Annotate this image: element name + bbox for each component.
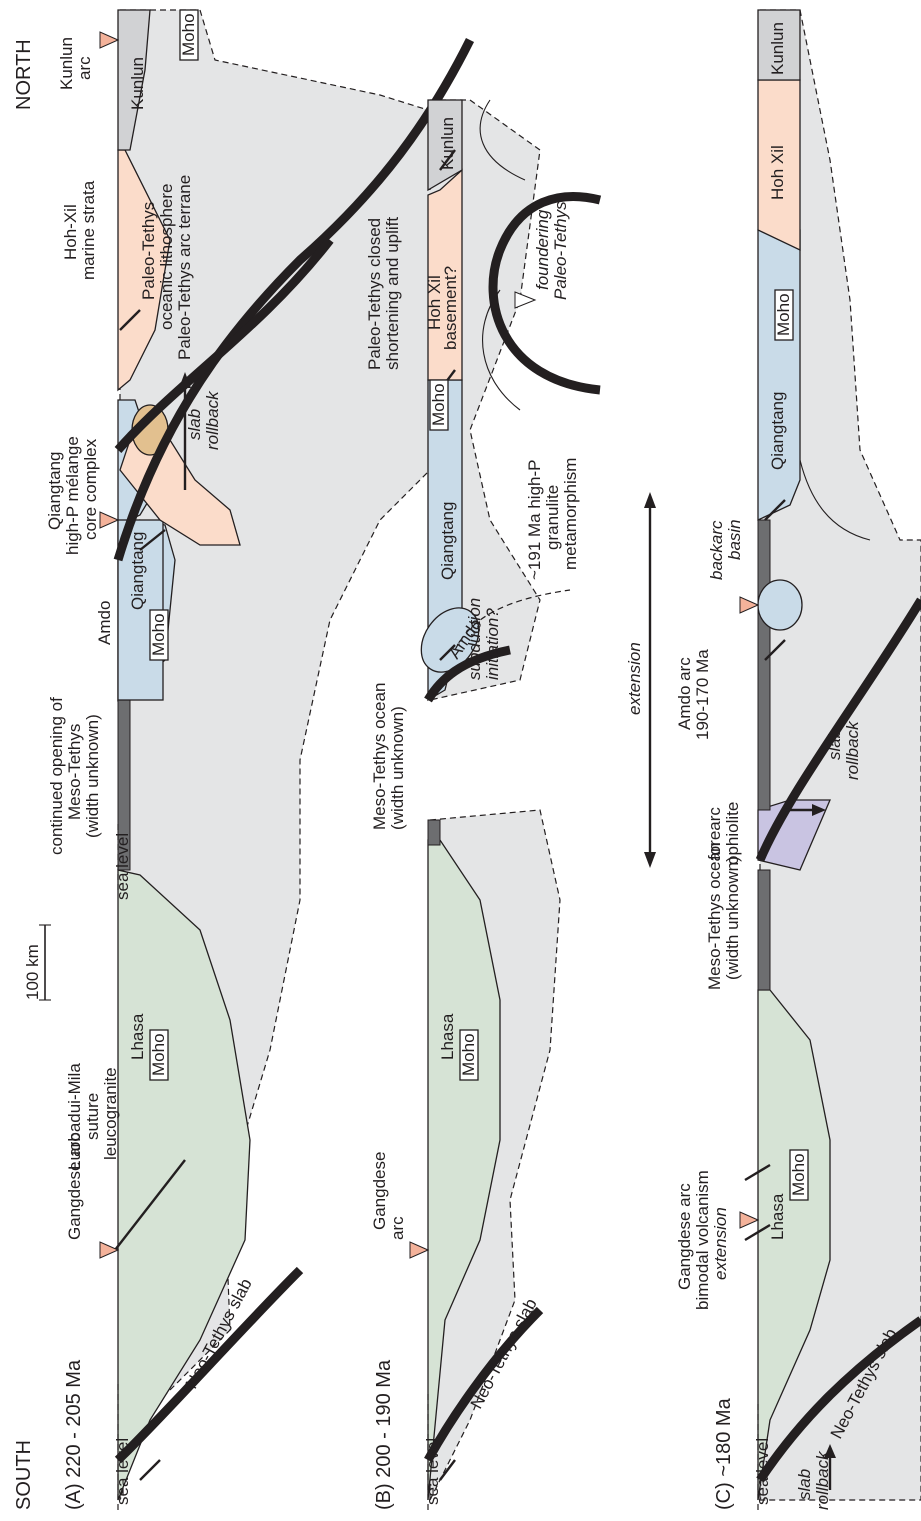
svg-text:core complex: core complex — [81, 438, 100, 540]
svg-text:Meso-Tethys ocean: Meso-Tethys ocean — [370, 683, 389, 830]
svg-text:rollback: rollback — [813, 1450, 832, 1510]
svg-text:oceanic lithosphere: oceanic lithosphere — [157, 184, 176, 330]
panel-c: (C) ~180 Ma Moho Moho sea level slab — [625, 10, 921, 1510]
svg-text:(width unknown): (width unknown) — [723, 856, 742, 980]
svg-text:Gangdese: Gangdese — [370, 1152, 389, 1230]
svg-text:Kunlun: Kunlun — [128, 57, 147, 110]
svg-text:bimodal volcanism: bimodal volcanism — [693, 1170, 712, 1310]
svg-text:sea level: sea level — [113, 1438, 132, 1505]
svg-text:(width unknown): (width unknown) — [83, 714, 102, 838]
svg-text:ophiolite: ophiolite — [723, 802, 742, 865]
svg-text:Meso-Tethys: Meso-Tethys — [65, 724, 84, 820]
svg-text:Moho: Moho — [429, 383, 448, 426]
svg-text:Paleo-Tethys arc terrane: Paleo-Tethys arc terrane — [175, 175, 194, 360]
svg-text:sea level: sea level — [113, 833, 132, 900]
svg-text:rollback: rollback — [843, 720, 862, 780]
panel-b: (B) 200 - 190 Ma Moho Moho sea level Neo… — [365, 100, 600, 1510]
svg-text:Amdo arc: Amdo arc — [675, 657, 694, 730]
svg-text:slab: slab — [795, 1469, 814, 1500]
svg-text:sea level: sea level — [753, 1438, 772, 1505]
svg-text:Hoh Xil: Hoh Xil — [768, 145, 787, 200]
panel-b-title: (B) 200 - 190 Ma — [373, 1359, 395, 1510]
amdo-arc-block — [758, 580, 802, 630]
svg-text:leucogranite: leucogranite — [101, 1067, 120, 1160]
svg-text:Lhasa: Lhasa — [128, 1013, 147, 1060]
svg-text:sea level: sea level — [423, 1438, 442, 1505]
svg-text:slab: slab — [185, 409, 204, 440]
svg-text:100 km: 100 km — [23, 944, 42, 1000]
svg-text:Lhasa: Lhasa — [438, 1013, 457, 1060]
svg-text:Qiangtang: Qiangtang — [45, 452, 64, 530]
svg-text:basin: basin — [725, 519, 744, 560]
svg-text:Kunlun: Kunlun — [768, 22, 787, 75]
svg-text:Moho: Moho — [459, 1033, 478, 1076]
svg-text:initiation?: initiation? — [483, 608, 502, 680]
svg-text:granulite: granulite — [543, 485, 562, 550]
svg-text:~191 Ma high-P: ~191 Ma high-P — [525, 460, 544, 581]
svg-text:continued opening of: continued opening of — [47, 697, 66, 855]
svg-text:extension: extension — [711, 1207, 730, 1280]
panel-a-title: (A) 220 - 205 Ma — [63, 1359, 85, 1510]
meso-tethys-crust-b — [428, 820, 440, 845]
svg-text:Kunlun: Kunlun — [438, 117, 457, 170]
svg-text:Paleo-Tethys closed: Paleo-Tethys closed — [365, 218, 384, 370]
svg-text:high-P mélange: high-P mélange — [63, 436, 82, 555]
gangdese-arc-b — [410, 1242, 428, 1258]
svg-text:slab: slab — [825, 729, 844, 760]
svg-text:(width unknown): (width unknown) — [388, 706, 407, 830]
svg-text:arc: arc — [388, 1216, 407, 1240]
qiangtang-terrane-c — [758, 230, 800, 520]
svg-text:Qiangtang: Qiangtang — [438, 502, 457, 580]
backarc-crust-c — [758, 520, 770, 810]
kunlun-arc-a — [100, 32, 118, 48]
svg-text:extension: extension — [625, 642, 644, 715]
svg-text:foundering: foundering — [533, 209, 552, 290]
svg-text:Kunlun: Kunlun — [57, 37, 76, 90]
svg-text:Moho: Moho — [149, 613, 168, 656]
svg-text:rollback: rollback — [203, 390, 222, 450]
svg-text:190-170 Ma: 190-170 Ma — [693, 649, 712, 740]
svg-text:Moho: Moho — [774, 293, 793, 336]
svg-text:backarc: backarc — [707, 520, 726, 580]
svg-text:Moho: Moho — [149, 1033, 168, 1076]
svg-text:marine strata: marine strata — [79, 180, 98, 280]
gangdese-arc-a — [100, 1242, 118, 1258]
svg-text:Lhasa: Lhasa — [768, 1193, 787, 1240]
svg-text:Moho: Moho — [179, 13, 198, 56]
svg-text:arc: arc — [75, 56, 94, 80]
qiangtang-arc-a — [100, 512, 118, 528]
svg-text:suture: suture — [83, 1093, 102, 1140]
north-label: NORTH — [13, 39, 35, 110]
meso-tethys-crust-c — [758, 870, 770, 990]
svg-text:Qiangtang: Qiangtang — [768, 392, 787, 470]
svg-text:Moho: Moho — [789, 1153, 808, 1196]
svg-text:Luobadui-Mila: Luobadui-Mila — [65, 1063, 84, 1170]
svg-text:Qiangtang: Qiangtang — [128, 532, 147, 610]
svg-text:Gangdese arc: Gangdese arc — [675, 1183, 694, 1290]
svg-text:metamorphism: metamorphism — [561, 458, 580, 570]
panel-c-title: (C) ~180 Ma — [713, 1397, 735, 1510]
svg-text:Paleo-Tethys: Paleo-Tethys — [551, 201, 570, 300]
svg-text:forearc: forearc — [705, 807, 724, 860]
scale-bar: 100 km — [23, 925, 51, 1000]
amdo-arc-c — [740, 597, 758, 613]
svg-text:Amdo: Amdo — [95, 601, 114, 645]
panel-a: (A) 220 - 205 Ma — [45, 10, 490, 1510]
svg-text:Paleo-Tethys: Paleo-Tethys — [139, 202, 158, 300]
svg-text:shortening and uplift: shortening and uplift — [383, 217, 402, 370]
gangdese-arc-c — [740, 1212, 758, 1228]
svg-text:Hoh-Xil: Hoh-Xil — [61, 204, 80, 260]
south-label: SOUTH — [13, 1440, 35, 1510]
svg-text:Meso-Tethys ocean: Meso-Tethys ocean — [705, 843, 724, 990]
svg-text:basement?: basement? — [441, 266, 460, 350]
